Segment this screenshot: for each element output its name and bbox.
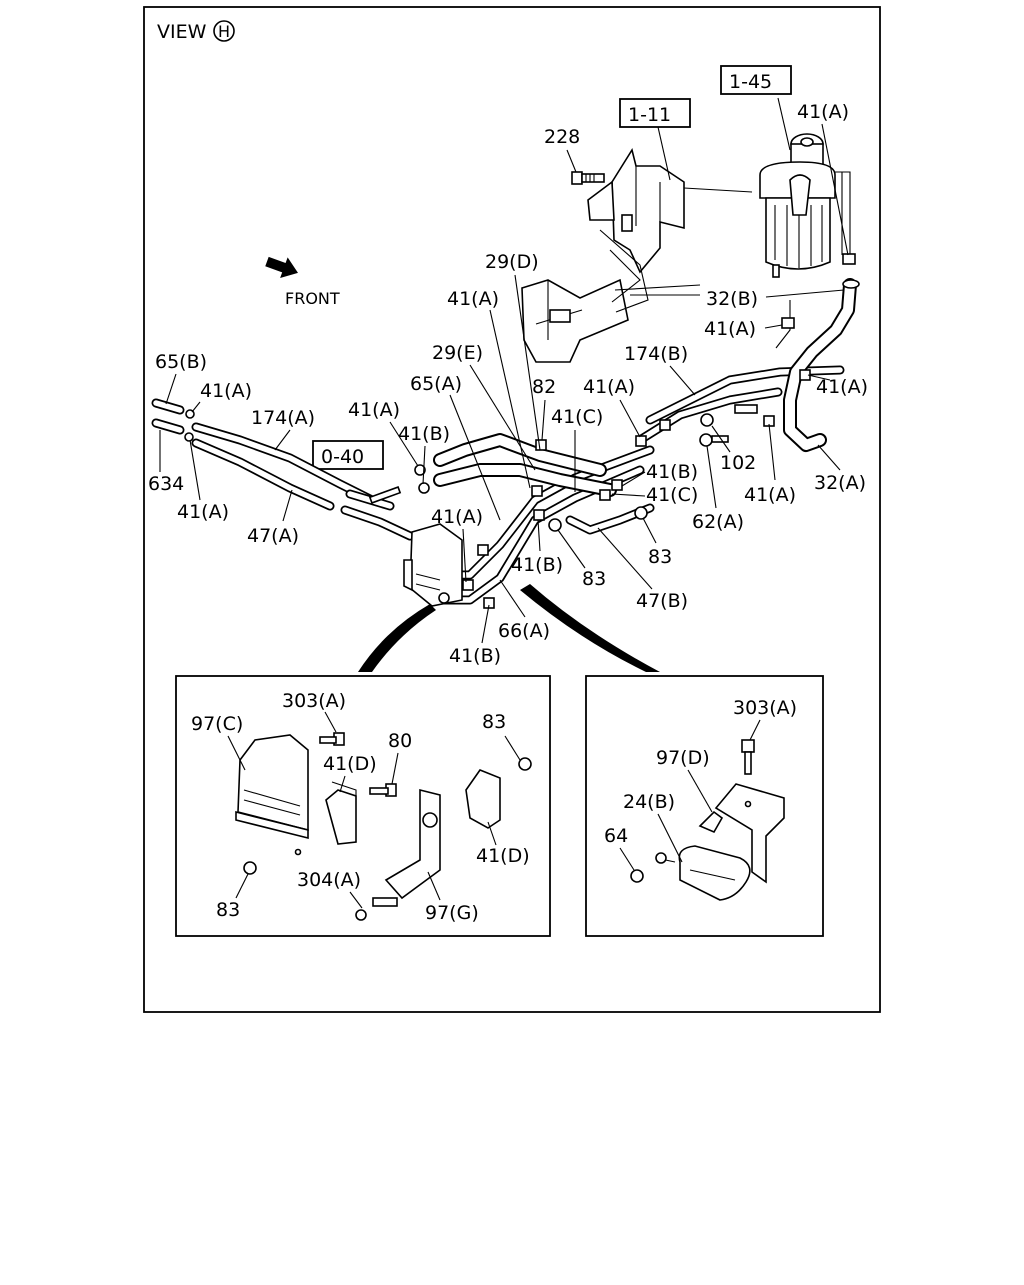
detail-right-frame — [585, 675, 824, 937]
detail-right-callouts: 303(A) 97(D) 24(B) 64 — [604, 697, 797, 871]
label-174a: 174(A) — [251, 407, 315, 429]
label-41d-a: 41(D) — [323, 753, 377, 775]
view-label: VIEW — [157, 21, 207, 43]
detail-left-parts — [235, 732, 532, 921]
label-83-b: 83 — [582, 568, 606, 590]
label-24b: 24(B) — [623, 791, 675, 813]
label-97g: 97(G) — [425, 902, 479, 924]
label-41a-b: 41(A) — [704, 318, 756, 340]
label-65b: 65(B) — [155, 351, 207, 373]
label-62a: 62(A) — [692, 511, 744, 533]
label-228: 228 — [544, 126, 580, 148]
label-65a: 65(A) — [410, 373, 462, 395]
label-41a-h: 41(A) — [177, 501, 229, 523]
filter-bracket — [587, 147, 753, 274]
bracket-ref: 1-11 — [628, 104, 671, 126]
diagram-frame — [143, 6, 881, 1013]
label-41a-d: 41(A) — [200, 380, 252, 402]
heat-shield — [403, 523, 463, 607]
label-41a-top: 41(A) — [797, 101, 849, 123]
label-303a-left: 303(A) — [282, 690, 346, 712]
label-29e: 29(E) — [432, 342, 483, 364]
detail-left-callouts: 303(A) 83 97(C) 41(D) 80 41(D) 304(A) 83… — [191, 690, 530, 924]
label-41c-b: 41(C) — [646, 484, 698, 506]
fuel-hose-32 — [775, 278, 860, 452]
label-41b-c: 41(B) — [511, 554, 563, 576]
tank-ref: 0-40 — [321, 446, 364, 468]
label-304a: 304(A) — [297, 869, 361, 891]
label-83-top: 83 — [482, 711, 506, 733]
label-66a: 66(A) — [498, 620, 550, 642]
label-82: 82 — [532, 376, 556, 398]
filter-ref: 1-45 — [729, 71, 772, 93]
fuel-filter — [759, 133, 856, 278]
label-41a-g: 41(A) — [744, 484, 796, 506]
front-arrow-icon — [265, 256, 298, 279]
label-80: 80 — [388, 730, 412, 752]
detail-left-frame — [175, 675, 551, 937]
label-41a-a: 41(A) — [447, 288, 499, 310]
label-41a-f: 41(A) — [348, 399, 400, 421]
label-97d: 97(D) — [656, 747, 710, 769]
label-41a-c: 41(A) — [816, 376, 868, 398]
label-83-bot: 83 — [216, 899, 240, 921]
label-102: 102 — [720, 452, 756, 474]
label-41c-a: 41(C) — [551, 406, 603, 428]
tank-ref-box — [312, 440, 384, 470]
label-634: 634 — [148, 473, 184, 495]
fuel-hose-29 — [433, 433, 617, 497]
label-32a: 32(A) — [814, 472, 866, 494]
detail-right-parts — [630, 739, 785, 901]
label-64: 64 — [604, 825, 628, 847]
bracket-ref-box — [619, 98, 691, 128]
filter-ref-box — [720, 65, 792, 95]
short-pipe-65b — [151, 398, 185, 435]
detail-pointer-right — [520, 584, 660, 672]
label-174b: 174(B) — [624, 343, 688, 365]
front-label: FRONT — [285, 289, 340, 308]
label-41b-b: 41(B) — [646, 461, 698, 483]
detail-pointer-left — [358, 604, 436, 672]
fuel-pipe-174a — [191, 422, 415, 541]
main-callouts: 228 41(A) 29(D) 32(B) 41(A) 41(A) 174(B)… — [148, 97, 868, 667]
label-41a-i: 41(A) — [431, 506, 483, 528]
label-47a: 47(A) — [247, 525, 299, 547]
label-41b-d: 41(B) — [449, 645, 501, 667]
label-97c: 97(C) — [191, 713, 243, 735]
label-41b-a: 41(B) — [398, 423, 450, 445]
view-mark-circle — [213, 20, 235, 42]
label-29d: 29(D) — [485, 251, 539, 273]
label-41d-b: 41(D) — [476, 845, 530, 867]
label-41a-e: 41(A) — [583, 376, 635, 398]
view-mark: H — [218, 22, 230, 41]
label-47b: 47(B) — [636, 590, 688, 612]
bolt-228 — [571, 171, 605, 185]
label-303a-right: 303(A) — [733, 697, 797, 719]
label-32b: 32(B) — [706, 288, 758, 310]
label-83-a: 83 — [648, 546, 672, 568]
frame-bracket — [521, 229, 701, 363]
